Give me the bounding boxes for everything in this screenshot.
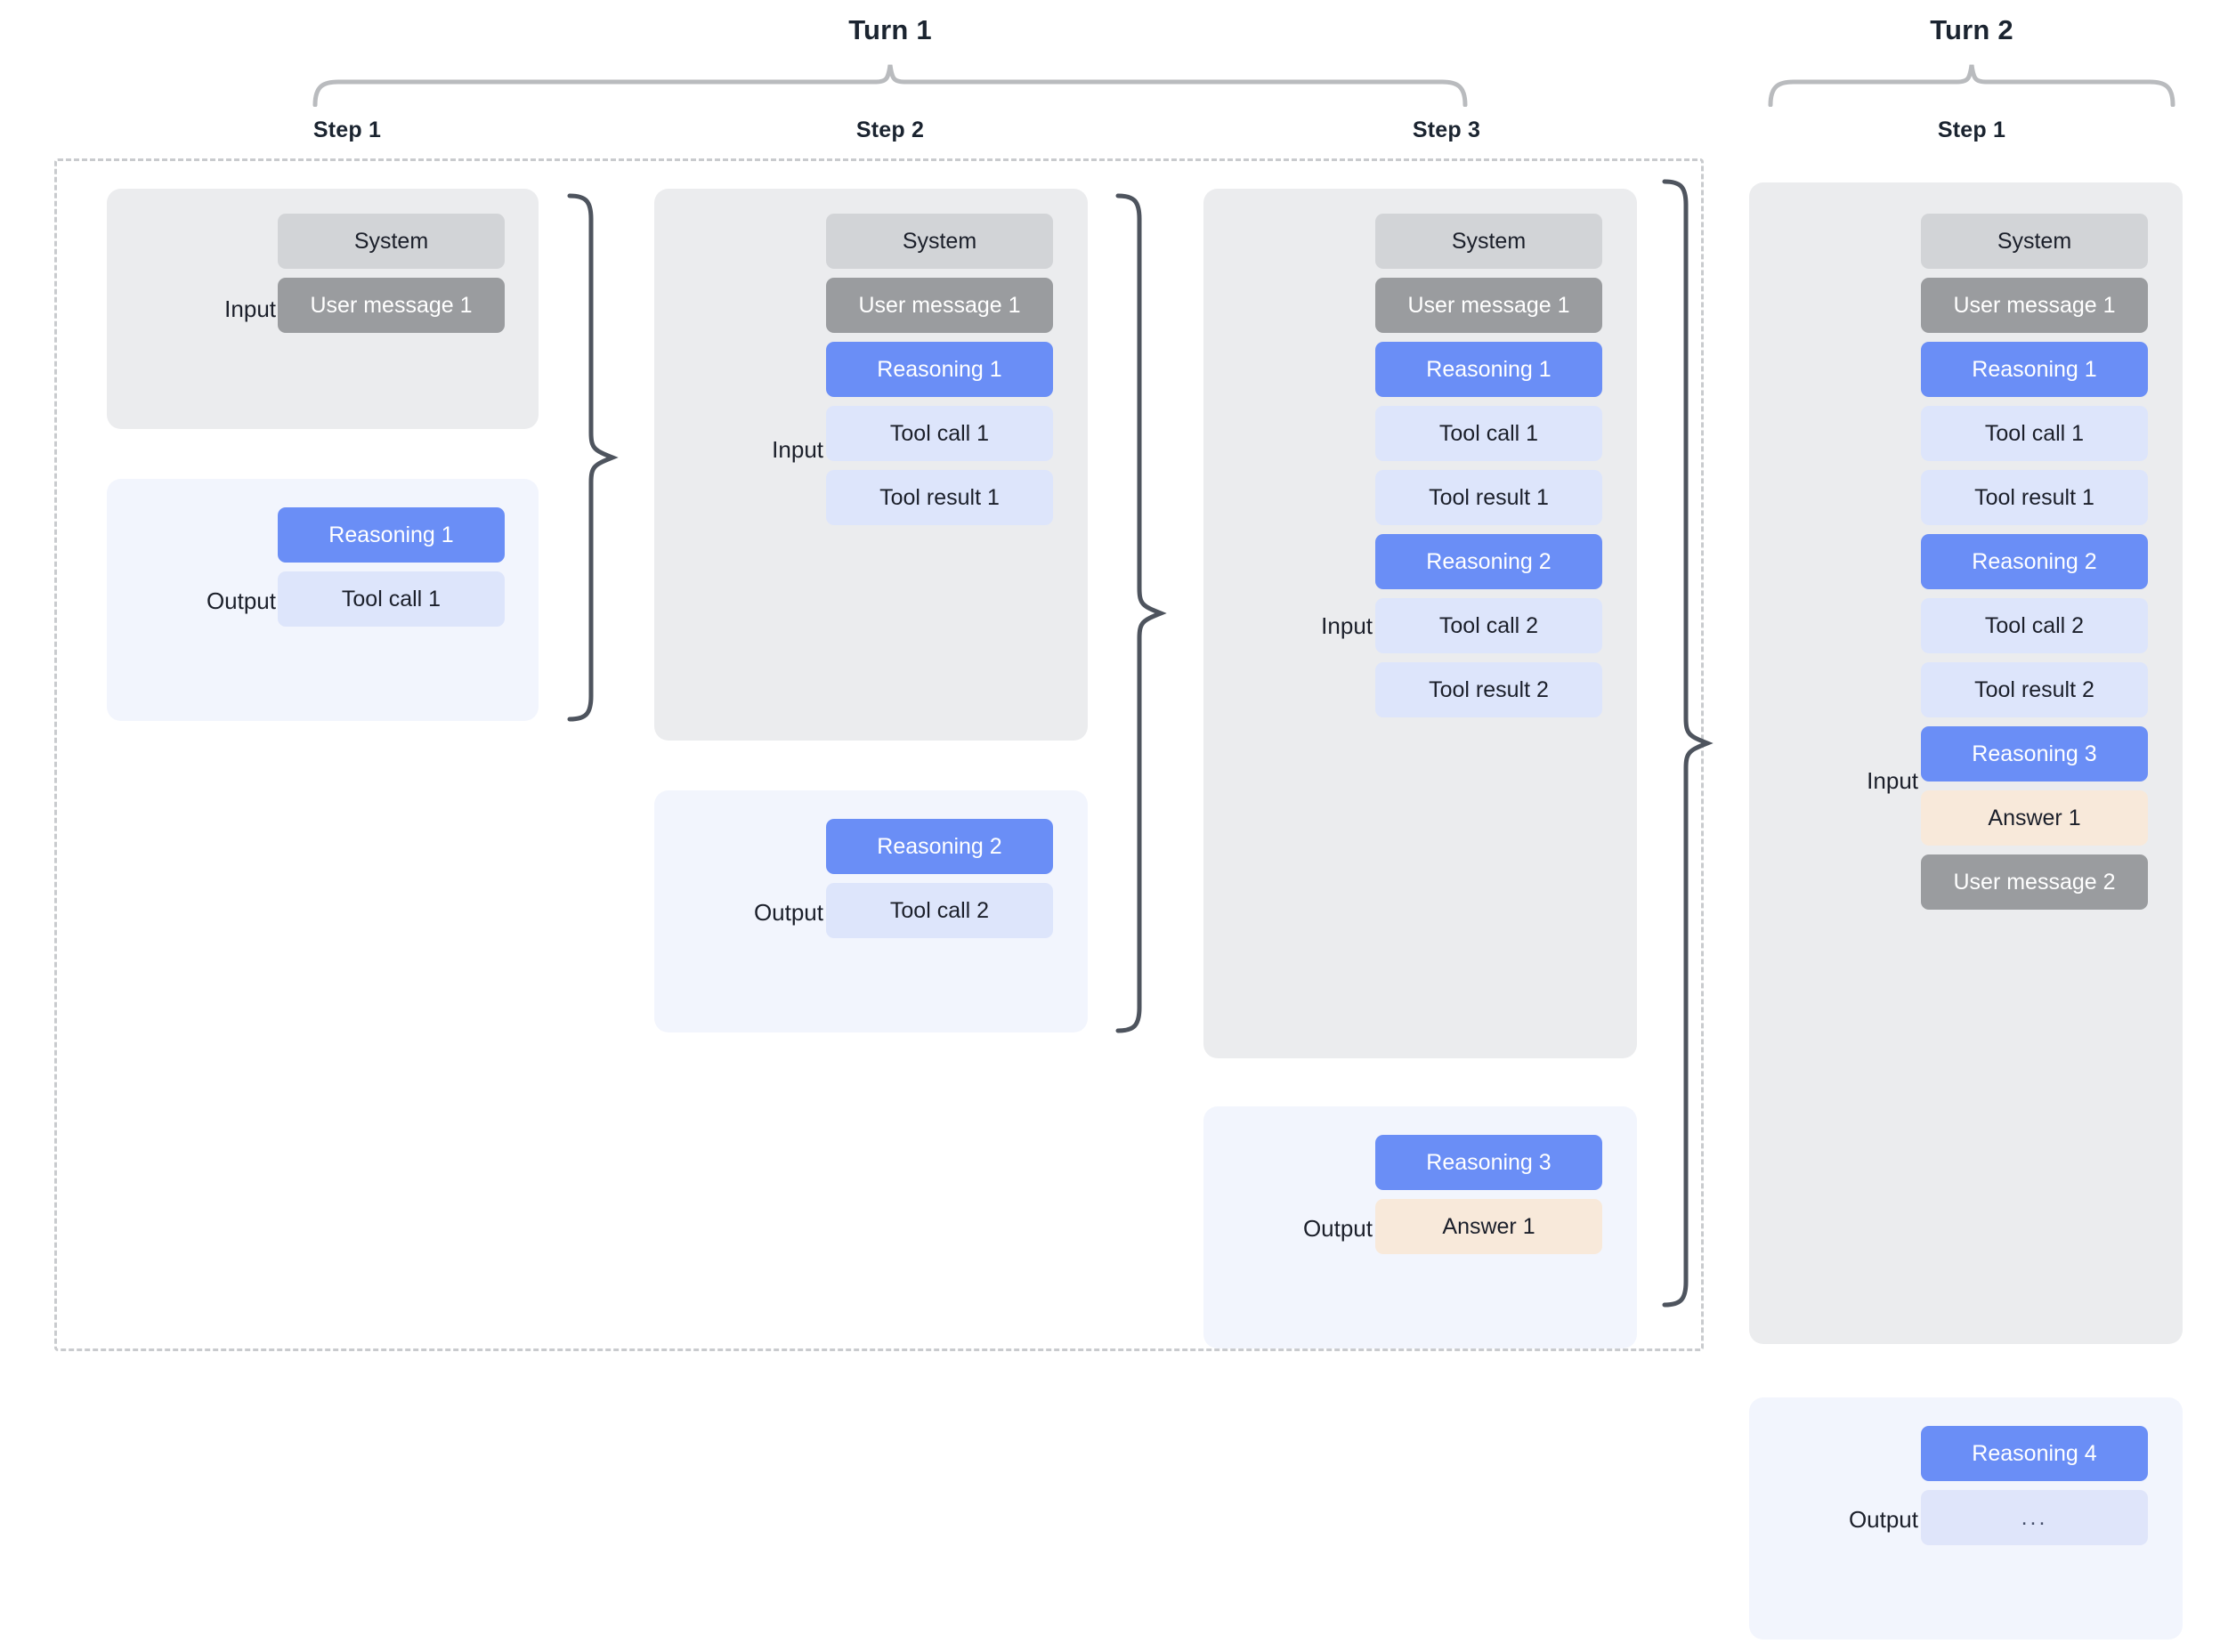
block-tool-call-2[interactable]: Tool call 2 (826, 883, 1053, 938)
block-system[interactable]: System (1921, 214, 2148, 269)
block-system[interactable]: System (1375, 214, 1602, 269)
block-tool-result-2[interactable]: Tool result 2 (1375, 662, 1602, 717)
block-tool-result-1[interactable]: Tool result 1 (1375, 470, 1602, 525)
t1s2-input-blocks: System User message 1 Reasoning 1 Tool c… (826, 214, 1053, 525)
t1s1-output-blocks: Reasoning 1 Tool call 1 (278, 507, 505, 627)
t2s1-output-label: Output (1848, 1506, 1918, 1533)
t1s2-output-label: Output (753, 899, 823, 926)
block-reasoning-1[interactable]: Reasoning 1 (278, 507, 505, 563)
step-2-to-3-brace-icon (1115, 193, 1167, 1033)
turn-1-brace-icon (312, 64, 1468, 107)
turn-2-brace-icon (1768, 64, 2175, 107)
turn-1-region-outline (54, 158, 1704, 1351)
step-title-t2s1: Step 1 (1937, 117, 2006, 142)
block-tool-call-1[interactable]: Tool call 1 (1921, 406, 2148, 461)
block-tool-call-2[interactable]: Tool call 2 (1375, 598, 1602, 653)
t1s2-output-blocks: Reasoning 2 Tool call 2 (826, 819, 1053, 938)
step-3-to-turn-2-brace-icon (1662, 179, 1714, 1308)
block-user-message-1[interactable]: User message 1 (826, 278, 1053, 333)
block-tool-call-1[interactable]: Tool call 1 (826, 406, 1053, 461)
t1s2-input-label: Input (772, 436, 823, 463)
step-1-to-2-brace-icon (567, 193, 619, 722)
block-answer-1[interactable]: Answer 1 (1921, 790, 2148, 846)
t1s3-input-label: Input (1321, 612, 1373, 639)
block-reasoning-3[interactable]: Reasoning 3 (1375, 1135, 1602, 1190)
step-title-t1s1: Step 1 (312, 117, 382, 142)
block-reasoning-1[interactable]: Reasoning 1 (1921, 342, 2148, 397)
block-tool-call-1[interactable]: Tool call 1 (1375, 406, 1602, 461)
step-title-t1s2: Step 2 (855, 117, 925, 142)
block-system[interactable]: System (278, 214, 505, 269)
t2s1-output-blocks: Reasoning 4 ... (1921, 1426, 2148, 1545)
t1s1-input-blocks: System User message 1 (278, 214, 505, 333)
block-tool-result-1[interactable]: Tool result 1 (1921, 470, 2148, 525)
block-reasoning-1[interactable]: Reasoning 1 (1375, 342, 1602, 397)
step-title-t1s3: Step 3 (1412, 117, 1481, 142)
block-reasoning-1[interactable]: Reasoning 1 (826, 342, 1053, 397)
block-tool-result-2[interactable]: Tool result 2 (1921, 662, 2148, 717)
block-user-message-1[interactable]: User message 1 (278, 278, 505, 333)
block-reasoning-2[interactable]: Reasoning 2 (1921, 534, 2148, 589)
t1s3-output-label: Output (1302, 1215, 1373, 1242)
block-reasoning-4[interactable]: Reasoning 4 (1921, 1426, 2148, 1481)
turn-title-1: Turn 1 (848, 14, 932, 45)
t2s1-input-blocks: System User message 1 Reasoning 1 Tool c… (1921, 214, 2148, 910)
t1s3-output-blocks: Reasoning 3 Answer 1 (1375, 1135, 1602, 1254)
turn-title-2: Turn 2 (1930, 14, 2013, 45)
t2s1-input-label: Input (1867, 767, 1918, 794)
t1s1-input-label: Input (224, 296, 276, 322)
block-ellipsis[interactable]: ... (1921, 1490, 2148, 1545)
t1s1-output-label: Output (206, 587, 276, 614)
block-user-message-1[interactable]: User message 1 (1375, 278, 1602, 333)
block-tool-result-1[interactable]: Tool result 1 (826, 470, 1053, 525)
block-system[interactable]: System (826, 214, 1053, 269)
block-user-message-2[interactable]: User message 2 (1921, 854, 2148, 910)
block-reasoning-2[interactable]: Reasoning 2 (1375, 534, 1602, 589)
block-reasoning-2[interactable]: Reasoning 2 (826, 819, 1053, 874)
block-tool-call-2[interactable]: Tool call 2 (1921, 598, 2148, 653)
block-reasoning-3[interactable]: Reasoning 3 (1921, 726, 2148, 781)
t1s3-input-blocks: System User message 1 Reasoning 1 Tool c… (1375, 214, 1602, 717)
block-answer-1[interactable]: Answer 1 (1375, 1199, 1602, 1254)
block-tool-call-1[interactable]: Tool call 1 (278, 571, 505, 627)
block-user-message-1[interactable]: User message 1 (1921, 278, 2148, 333)
